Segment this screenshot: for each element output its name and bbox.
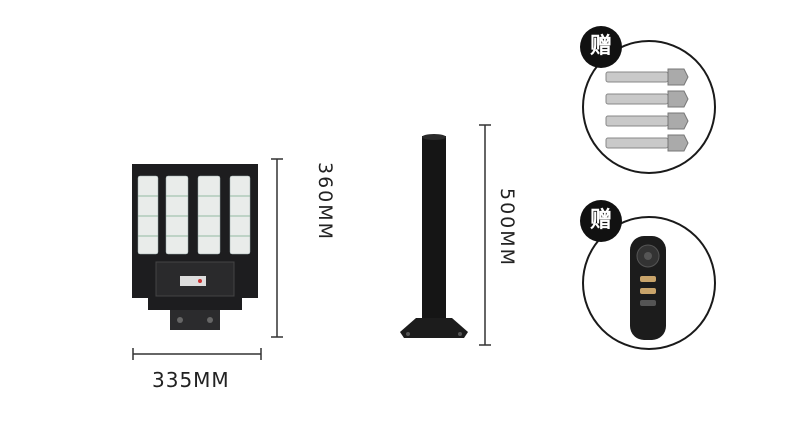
- lamp-width-label: 335MM: [152, 368, 230, 392]
- lamp-height-dimension-line: [270, 158, 284, 338]
- expansion-bolt-icon: [605, 68, 689, 152]
- lamp-width-dimension-line: [132, 346, 262, 360]
- pole-height-label: 500MM: [496, 188, 518, 268]
- lamp-height-label: 360MM: [314, 162, 336, 242]
- remote-control-icon: [630, 236, 666, 340]
- gift-badge-1: 赠: [580, 26, 622, 68]
- street-lamp-image: [128, 160, 262, 332]
- gift-badge-2: 赠: [580, 200, 622, 242]
- mounting-pole-image: [396, 132, 472, 342]
- pole-height-dimension-line: [478, 124, 492, 346]
